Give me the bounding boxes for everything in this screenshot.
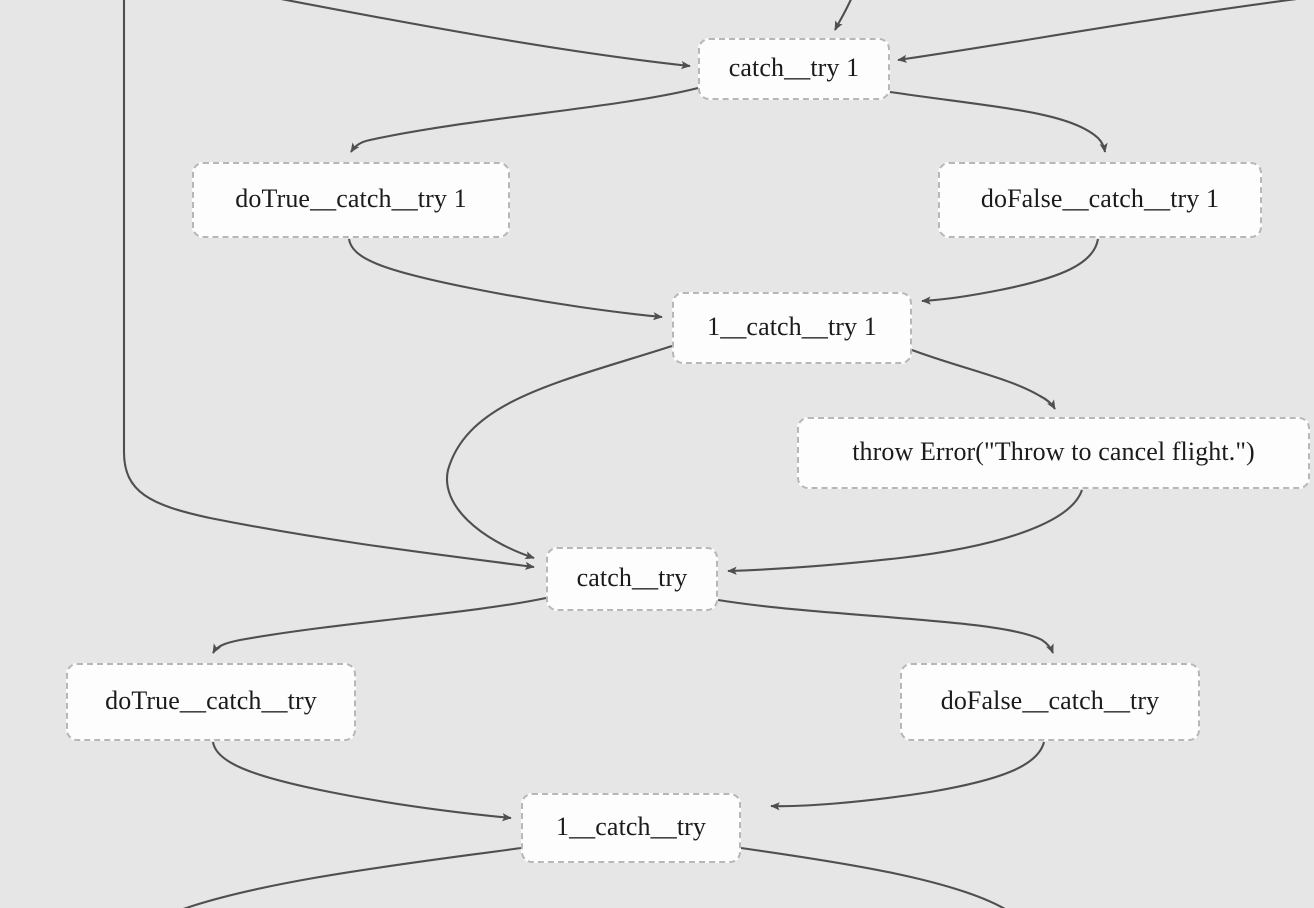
edge-offscreen-top-left-to-catch-try-1 — [280, 0, 691, 70]
node-label: catch__try 1 — [728, 53, 860, 82]
node-dotrue-catch-try[interactable]: doTrue__catch__try — [66, 663, 356, 741]
edge-throw-error-to-catch-try — [727, 489, 1083, 575]
edge-offscreen-top-to-catch-try-1 — [834, 0, 852, 31]
edge-dotrue-catch-try-to-one-catch-try — [211, 741, 512, 822]
node-label: doFalse__catch__try — [940, 686, 1160, 715]
edge-one-catch-try-to-offscreen-bottom-right — [740, 846, 1006, 908]
node-label: catch__try — [576, 563, 688, 592]
edge-one-catch-try-1-to-throw-error — [911, 349, 1056, 410]
edge-one-catch-try-to-offscreen-bottom-left — [183, 846, 522, 908]
node-dofalse-catch-try[interactable]: doFalse__catch__try — [900, 663, 1200, 741]
edge-dofalse-catch-try-to-one-catch-try — [770, 741, 1046, 811]
node-label: doTrue__catch__try 1 — [235, 184, 467, 213]
node-dofalse-catch-try-1[interactable]: doFalse__catch__try 1 — [938, 162, 1262, 238]
node-label: doTrue__catch__try — [105, 686, 317, 715]
edge-offscreen-top-right-to-catch-try-1 — [897, 0, 1297, 63]
edge-offscreen-left-rail-to-catch-try — [122, 0, 535, 570]
node-dotrue-catch-try-1[interactable]: doTrue__catch__try 1 — [192, 162, 510, 238]
node-label: throw Error("Throw to cancel flight.") — [852, 437, 1255, 466]
node-one-catch-try-1[interactable]: 1__catch__try 1 — [672, 292, 912, 364]
edge-dotrue-catch-try-1-to-one-catch-try-1 — [347, 238, 663, 321]
node-throw-error[interactable]: throw Error("Throw to cancel flight.") — [797, 417, 1310, 489]
edge-catch-try-to-dofalse-catch-try — [717, 598, 1054, 654]
edge-catch-try-1-to-dotrue-catch-try-1 — [350, 86, 699, 153]
edge-dofalse-catch-try-1-to-one-catch-try-1 — [921, 238, 1100, 305]
edge-catch-try-1-to-dofalse-catch-try-1 — [889, 90, 1108, 153]
node-label: 1__catch__try 1 — [707, 312, 877, 341]
edge-catch-try-to-dotrue-catch-try — [212, 596, 547, 654]
node-catch-try[interactable]: catch__try — [546, 547, 718, 611]
node-label: doFalse__catch__try 1 — [980, 184, 1220, 213]
node-catch-try-1[interactable]: catch__try 1 — [698, 38, 890, 100]
edge-one-catch-try-1-to-catch-try — [445, 345, 673, 560]
node-label: 1__catch__try — [555, 812, 707, 841]
node-one-catch-try[interactable]: 1__catch__try — [521, 793, 741, 863]
